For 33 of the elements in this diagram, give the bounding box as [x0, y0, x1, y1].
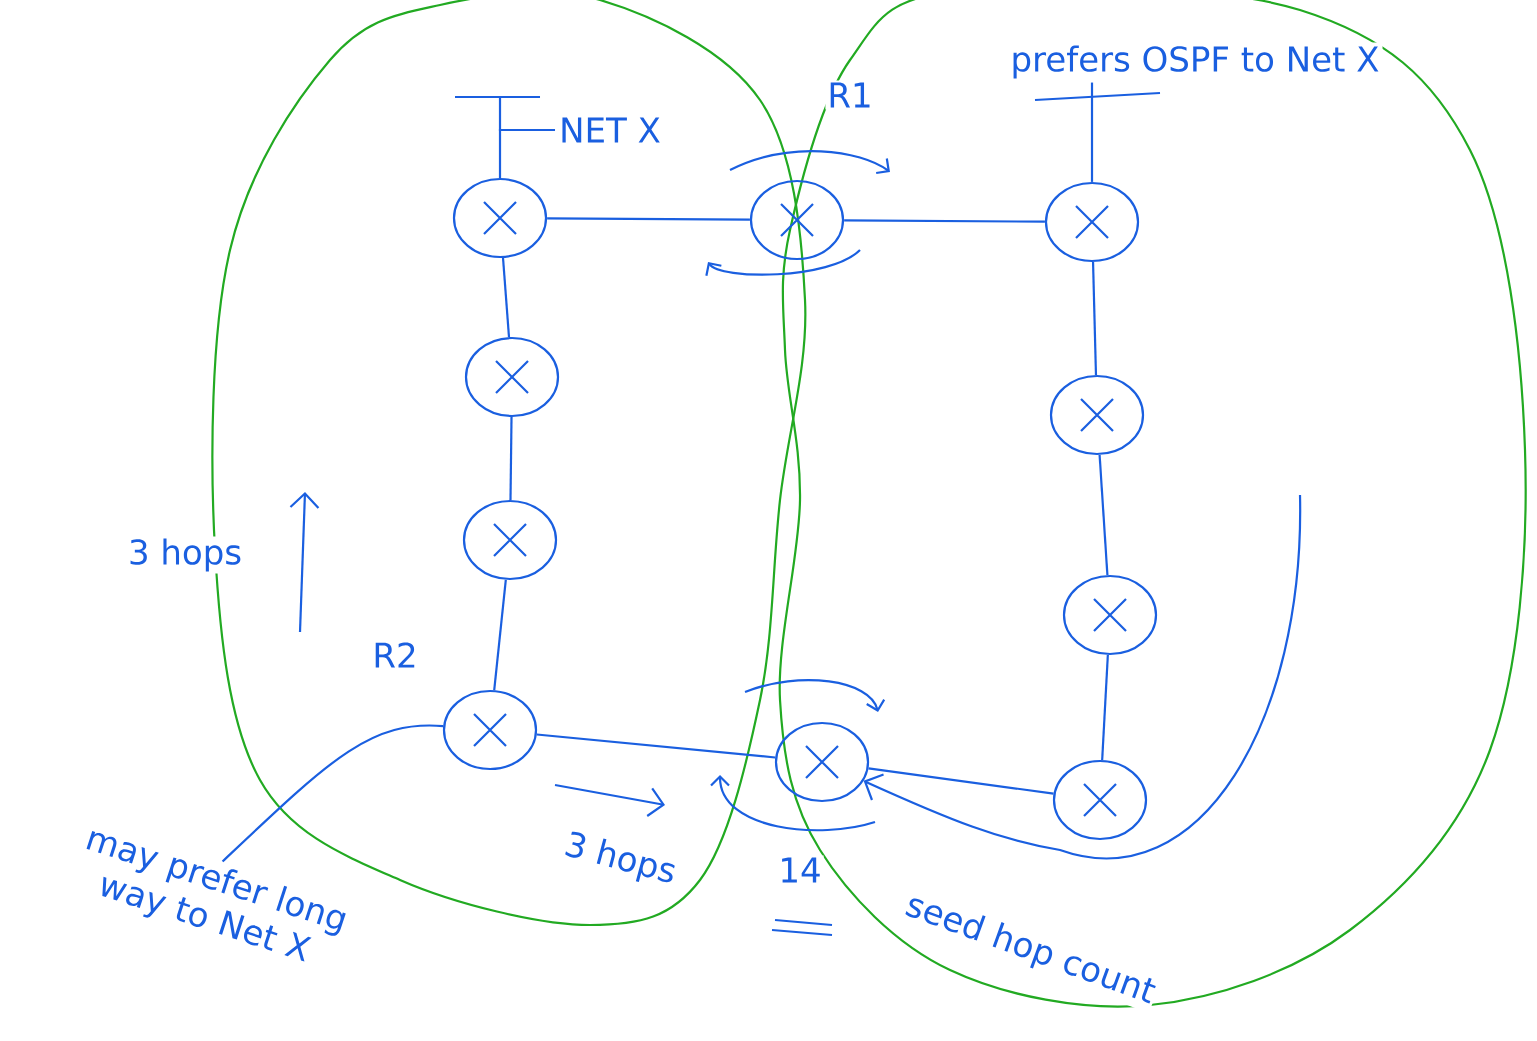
router-symbol: [452, 177, 548, 259]
handwritten-label: 14: [776, 855, 824, 885]
router-symbol: [1062, 574, 1158, 656]
connector: [536, 733, 776, 759]
handwritten-label: 3 hops: [125, 536, 245, 574]
connector: [498, 128, 555, 178]
router-symbol: [464, 336, 560, 418]
connector: [493, 579, 507, 691]
router-name: R2: [370, 640, 420, 670]
router-symbol: [749, 179, 845, 261]
router-symbol: [774, 721, 870, 803]
connector: [547, 217, 750, 221]
connector: [868, 767, 1054, 795]
handwritten-label: prefers OSPF to Net X: [1007, 42, 1383, 82]
connector: [1101, 655, 1109, 760]
connector: [1090, 82, 1094, 182]
router-symbol: [462, 499, 558, 581]
handwritten-label: may prefer long way to Net X: [33, 809, 387, 991]
connector: [844, 219, 1045, 223]
router-symbol: [1044, 181, 1140, 263]
router-symbol: [1049, 374, 1145, 456]
router-symbol: [1052, 759, 1148, 841]
connector: [1091, 262, 1098, 375]
handwritten-label: NET X: [556, 114, 664, 146]
connector: [221, 724, 444, 863]
handwritten-label: seed hop count: [898, 887, 1162, 1013]
handwritten-label: 3 hops: [558, 826, 682, 894]
connector: [1098, 454, 1109, 576]
router-name: R1: [825, 80, 875, 110]
router-symbol: [442, 689, 538, 771]
connector: [863, 494, 1302, 859]
connector: [501, 257, 511, 338]
connector: [509, 417, 513, 500]
